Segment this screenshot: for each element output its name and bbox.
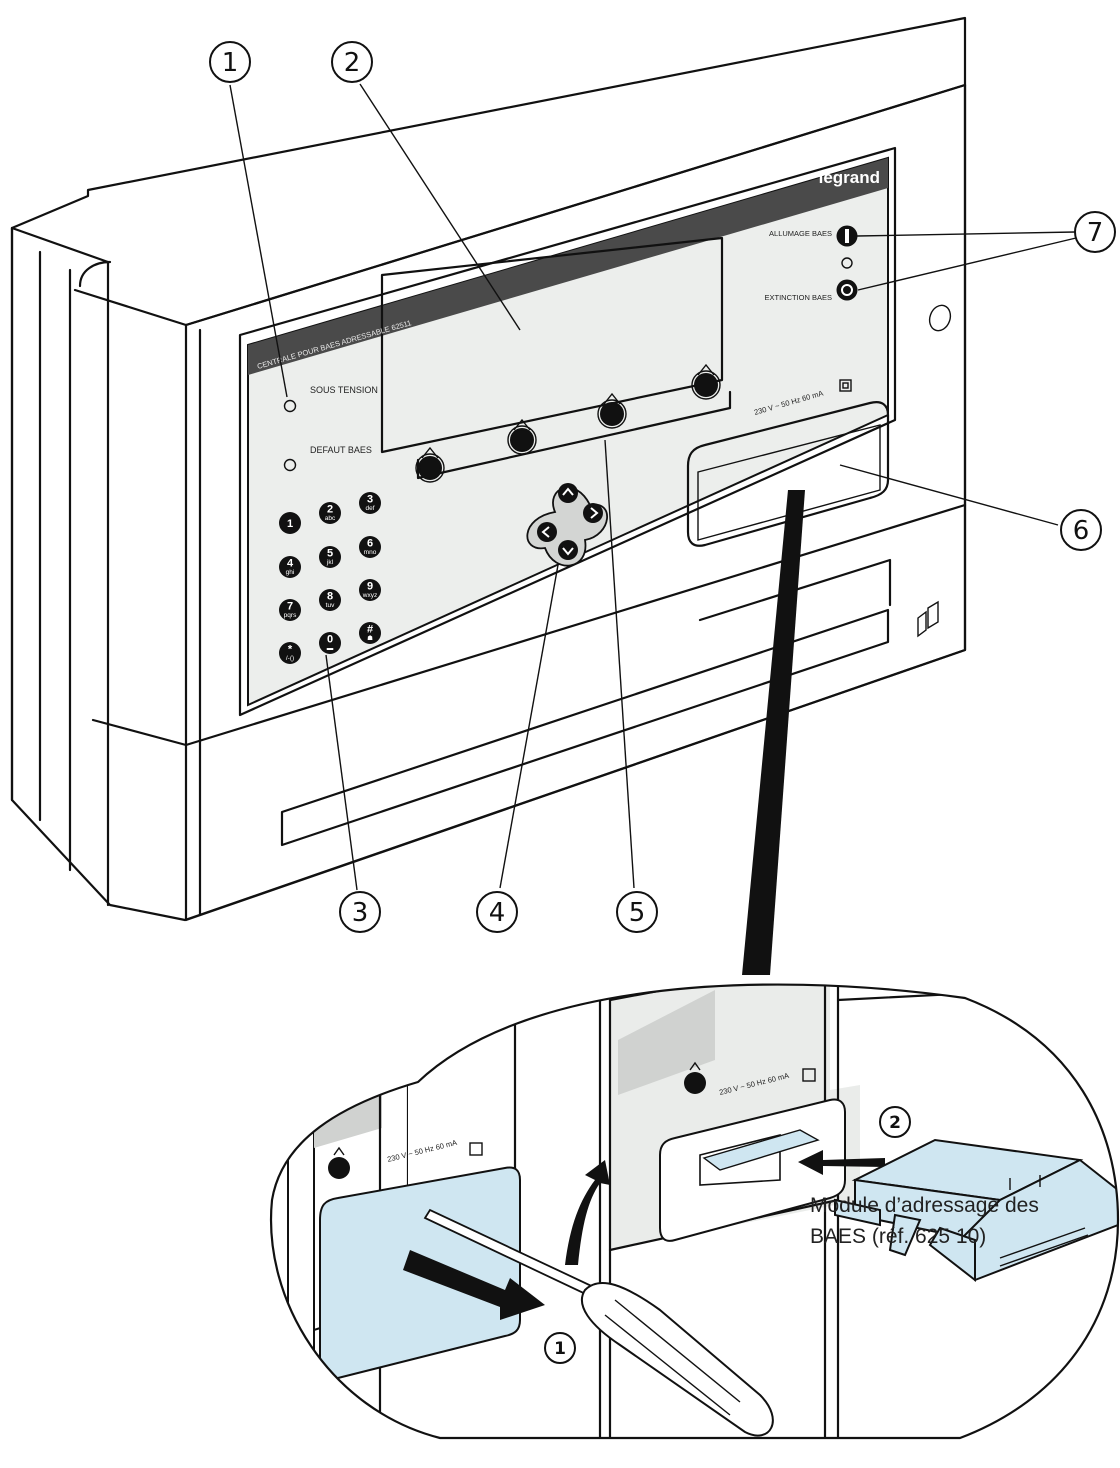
key-star[interactable]: */-() (279, 642, 301, 664)
step-1-label: 1 (544, 1332, 576, 1364)
allumage-led (841, 257, 853, 269)
svg-text:1: 1 (554, 1339, 566, 1359)
svg-text:*: * (288, 644, 293, 656)
nav-left-icon[interactable] (537, 522, 557, 542)
svg-text:ghi: ghi (286, 569, 295, 576)
addressing-module (834, 1138, 1118, 1283)
allumage-label: ALLUMAGE BAES (769, 229, 832, 238)
led-defaut-baes: DEFAUT BAES (283, 445, 372, 472)
screwdriver-icon (423, 1208, 774, 1437)
allumage-button[interactable] (836, 225, 858, 247)
callout-5: 5 (616, 891, 658, 933)
svg-text:7: 7 (287, 601, 293, 613)
extinction-label: EXTINCTION BAES (764, 293, 832, 302)
svg-text:mno: mno (364, 549, 377, 556)
step-2-label: 2 (879, 1106, 911, 1138)
svg-text:0: 0 (327, 634, 333, 646)
svg-text:3: 3 (367, 494, 373, 506)
callout-2: 2 (331, 41, 373, 83)
svg-text:3: 3 (352, 898, 369, 928)
front-panel (238, 146, 897, 717)
svg-text:def: def (365, 505, 374, 512)
callout-4: 4 (476, 891, 518, 933)
soft-keys (415, 363, 721, 483)
nav-down-icon[interactable] (558, 540, 578, 560)
svg-text:jkl: jkl (326, 559, 334, 566)
navigation-pad[interactable] (526, 483, 608, 567)
key-1[interactable]: 1 (279, 512, 301, 534)
svg-text:4: 4 (287, 558, 294, 570)
key-hash[interactable]: #☗ (359, 622, 381, 644)
callout-1: 1 (209, 41, 251, 83)
svg-text:4: 4 (489, 898, 506, 928)
nav-up-icon[interactable] (558, 483, 578, 503)
svg-text:wxyz: wxyz (362, 592, 377, 599)
svg-text:tuv: tuv (326, 602, 335, 609)
svg-text:pqrs: pqrs (284, 612, 297, 619)
soft-key-3[interactable] (597, 392, 627, 429)
svg-text:SOUS TENSION: SOUS TENSION (310, 385, 378, 395)
insert-arrow-icon (798, 1150, 885, 1175)
pull-arrow-icon (403, 1250, 545, 1320)
brand-logo: legrand (819, 168, 880, 187)
svg-text:9: 9 (367, 581, 373, 593)
svg-text:2: 2 (344, 48, 361, 78)
svg-text:8: 8 (327, 591, 333, 603)
svg-text:6: 6 (367, 538, 373, 550)
svg-text:1: 1 (222, 48, 239, 78)
svg-text:#: # (367, 624, 373, 636)
svg-text:5: 5 (629, 898, 646, 928)
svg-text:7: 7 (1087, 218, 1104, 248)
callout-3: 3 (339, 891, 381, 933)
soft-key-4[interactable] (691, 363, 721, 400)
housing (10, 16, 967, 922)
lift-arrow-icon (565, 1160, 610, 1265)
soft-key-1[interactable] (415, 446, 445, 483)
svg-text:2: 2 (889, 1113, 901, 1133)
svg-text:/-(): /-() (286, 655, 294, 662)
led-sous-tension: SOUS TENSION (283, 385, 378, 413)
svg-text:1: 1 (287, 518, 293, 530)
caption-line-1: Module d’adressage des (810, 1194, 1039, 1217)
svg-text:▬: ▬ (327, 645, 334, 652)
extinction-button[interactable] (836, 279, 858, 301)
svg-text:5: 5 (327, 548, 333, 560)
svg-text:☗: ☗ (367, 634, 373, 642)
svg-text:DEFAUT BAES: DEFAUT BAES (310, 445, 372, 455)
leader-lines (229, 83, 1077, 975)
module-caption: Module d’adressage des BAES (réf. 625 10… (810, 1190, 1110, 1252)
nav-right-icon[interactable] (583, 503, 603, 523)
svg-text:6: 6 (1073, 516, 1090, 546)
soft-key-2[interactable] (507, 418, 537, 455)
caption-line-2: BAES (réf. 625 10) (810, 1225, 987, 1248)
svg-text:2: 2 (327, 504, 333, 516)
callout-7: 7 (1074, 211, 1116, 253)
callout-6: 6 (1060, 509, 1102, 551)
key-0[interactable]: 0▬ (319, 632, 341, 654)
svg-text:abc: abc (325, 515, 336, 522)
